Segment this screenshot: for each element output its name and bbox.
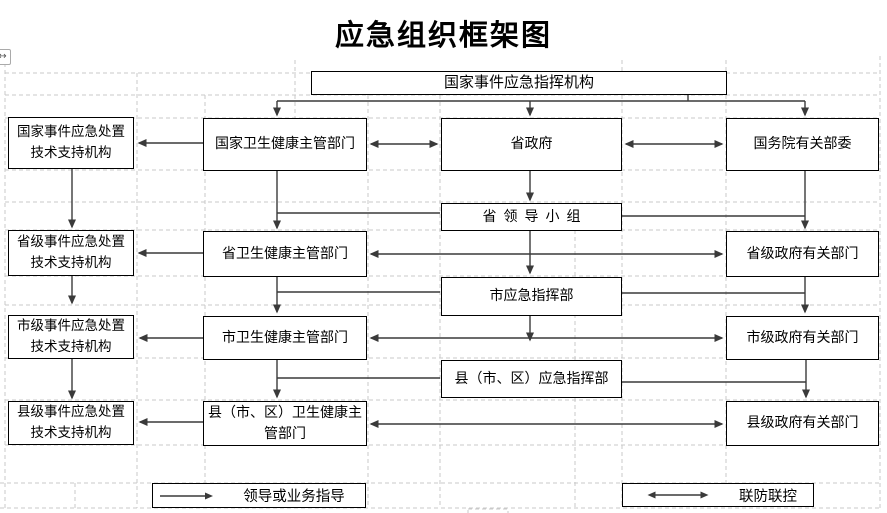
node-provincial-health-dept[interactable]: 省卫生健康主管部门 bbox=[203, 231, 367, 277]
node-label: 市卫生健康主管部门 bbox=[222, 330, 348, 346]
node-label: 省卫生健康主管部门 bbox=[222, 246, 348, 262]
node-label: 国家事件应急指挥机构 bbox=[443, 74, 594, 91]
node-national-command[interactable]: 国家事件应急指挥机构 bbox=[311, 71, 727, 95]
node-label: 县级事件应急处置技术支持机构 bbox=[17, 404, 125, 440]
node-state-council-depts[interactable]: 国务院有关部委 bbox=[726, 118, 879, 171]
node-county-command[interactable]: 县（市、区）应急指挥部 bbox=[441, 360, 622, 398]
table-move-handle-icon[interactable]: ↔ bbox=[0, 49, 11, 65]
node-label: 县级政府有关部门 bbox=[746, 416, 859, 431]
node-label: 国务院有关部委 bbox=[753, 137, 852, 152]
node-provincial-leading-group[interactable]: 省领导小组 bbox=[441, 203, 622, 231]
node-label: 省政府 bbox=[510, 137, 553, 152]
node-provincial-government[interactable]: 省政府 bbox=[441, 118, 622, 171]
single-arrow-icon bbox=[160, 492, 213, 499]
joint-control-connectors bbox=[369, 140, 724, 428]
node-national-health-dept[interactable]: 国家卫生健康主管部门 bbox=[203, 118, 367, 171]
node-label: 省级政府有关部门 bbox=[746, 246, 859, 262]
node-city-health-dept[interactable]: 市卫生健康主管部门 bbox=[203, 316, 367, 360]
node-city-gov-depts[interactable]: 市级政府有关部门 bbox=[726, 316, 879, 360]
node-label: 省领导小组 bbox=[482, 209, 588, 225]
double-arrow-icon bbox=[647, 491, 709, 499]
node-national-tech-support[interactable]: 国家事件应急处置技术支持机构 bbox=[8, 117, 134, 169]
node-city-command[interactable]: 市应急指挥部 bbox=[441, 277, 622, 316]
node-label: 市应急指挥部 bbox=[489, 289, 574, 304]
page-title: 应急组织框架图 bbox=[334, 20, 552, 52]
node-county-health-dept[interactable]: 县（市、区）卫生健康主管部门 bbox=[203, 401, 367, 446]
node-label: 县（市、区）卫生健康主管部门 bbox=[208, 405, 362, 442]
legend-leadership[interactable]: 领导或业务指导 bbox=[152, 483, 366, 508]
legend-leadership-label: 领导或业务指导 bbox=[243, 489, 345, 505]
legend-joint-control-label: 联防联控 bbox=[739, 488, 797, 505]
node-label: 国家事件应急处置技术支持机构 bbox=[17, 124, 125, 160]
leadership-connectors bbox=[68, 94, 810, 426]
node-label: 市级政府有关部门 bbox=[746, 330, 859, 346]
node-city-tech-support[interactable]: 市级事件应急处置技术支持机构 bbox=[8, 315, 134, 359]
node-label: 县（市、区）应急指挥部 bbox=[454, 371, 609, 387]
node-provincial-tech-support[interactable]: 省级事件应急处置技术支持机构 bbox=[8, 230, 134, 276]
node-label: 市级事件应急处置技术支持机构 bbox=[17, 318, 125, 354]
node-label: 省级事件应急处置技术支持机构 bbox=[17, 234, 125, 270]
node-county-tech-support[interactable]: 县级事件应急处置技术支持机构 bbox=[8, 401, 134, 445]
node-label: 国家卫生健康主管部门 bbox=[215, 137, 355, 152]
node-provincial-gov-depts[interactable]: 省级政府有关部门 bbox=[726, 231, 879, 277]
node-county-gov-depts[interactable]: 县级政府有关部门 bbox=[726, 401, 879, 446]
legend-joint-control[interactable]: 联防联控 bbox=[622, 483, 814, 507]
